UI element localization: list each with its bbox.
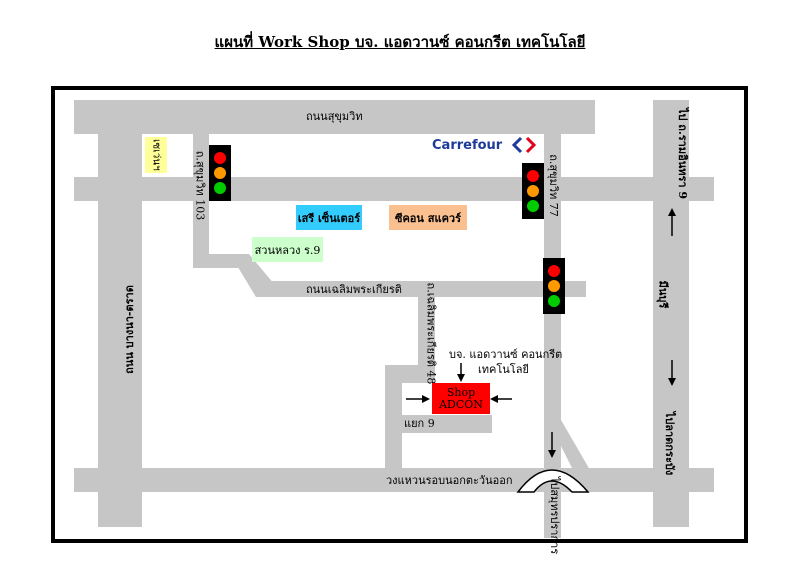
lamp-amber [548,280,560,292]
road-chaloem [256,281,586,297]
lamp-green [214,182,226,194]
shop-adcon-marker: Shop ADCON [432,383,490,414]
lamp-red [527,170,539,182]
label-to-minburi: มีนบุรี [656,280,670,309]
lamp-red [548,265,560,277]
lamp-amber [527,185,539,197]
label-to-lat-krabang: ไปลาดกระบัง [663,411,677,476]
label-to-samut: ไปสมุทรปราการ [548,476,562,555]
label-chaloem-48: ถ.เฉลิมพระเกียรติ 48 [424,282,438,385]
label-soi-103: ถ.สุขุมวิท 103 [193,150,207,221]
lamp-green [548,295,560,307]
place-suan-luang: สวนหลวง ร.9 [252,237,323,262]
lamp-amber [214,167,226,179]
shop-line1: Shop [446,386,476,399]
traffic-light-icon [543,258,565,314]
traffic-light-icon [209,145,231,201]
traffic-light-icon [522,163,544,219]
road-right-vertical [653,100,689,527]
company-note-line1: บจ. แอดวานซ์ คอนกรีต [449,348,563,361]
label-ring-road: วงแหวนรอบนอกตะวันออก [386,474,513,487]
road-bang-na-trat [98,134,142,527]
label-bang-na-trat: ถนน บางนา-ตราด [122,285,136,374]
place-seacon-square: ซีคอน สแควร์ [389,205,467,230]
road-chaloem-48 [418,297,435,367]
label-to-ramintra: ไป ถ.รามอินทรา 9 [676,107,690,200]
label-soi-77: ถ.สุขุมวิท 77 [546,154,560,217]
road-soi-103 [193,134,209,268]
carrefour-logo-icon: Carrefour [432,138,503,153]
place-seven-eleven: เซเว่นฯ [145,137,167,173]
map-title: แผนที่ Work Shop บจ. แอดวานซ์ คอนกรีต เท… [214,33,586,51]
place-seri-center: เสรี เซ็นเตอร์ [296,205,362,230]
road-ring [74,468,714,492]
road-sukhumvit-main [74,177,714,201]
label-chaloem: ถนนเฉลิมพระเกียรติ [306,283,402,296]
label-sukhumvit: ถนนสุขุมวิท [306,110,363,123]
label-yaek-9: แยก 9 [404,417,435,430]
lamp-green [527,200,539,212]
company-note-line2: เทคโนโลยี [478,363,529,376]
road-soi-77 [544,134,561,538]
road-yaek-9 [385,415,492,433]
shop-line2: ADCON [439,398,483,411]
map-frame [51,86,748,543]
lamp-red [214,152,226,164]
road-sukhumvit [74,100,595,134]
